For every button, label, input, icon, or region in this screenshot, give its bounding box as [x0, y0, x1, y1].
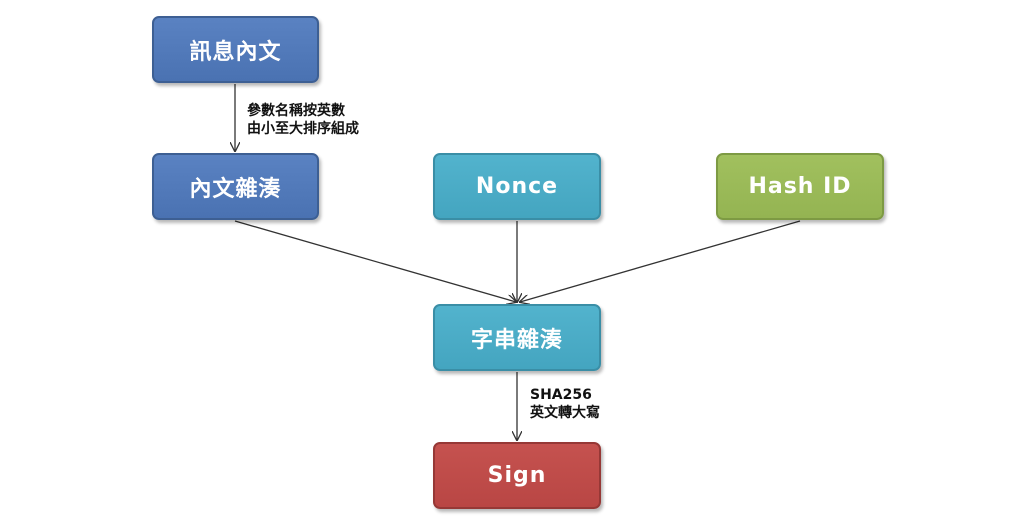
edge-label-param-sort: 參數名稱按英數 由小至大排序組成 [247, 102, 359, 138]
node-content-hash: 內文雜湊 [152, 153, 319, 220]
node-message-content: 訊息內文 [152, 16, 319, 83]
node-nonce: Nonce [433, 153, 601, 220]
edge-label-param-sort-line2: 由小至大排序組成 [247, 121, 359, 137]
node-hash-id: Hash ID [716, 153, 884, 220]
arrow-hashid-to-string [520, 220, 801, 302]
edge-label-sha256: SHA256 英文轉大寫 [530, 386, 600, 422]
edge-label-param-sort-line1: 參數名稱按英數 [247, 103, 345, 119]
edge-label-sha256-line1: SHA256 [530, 387, 592, 403]
node-sign: Sign [433, 442, 601, 509]
node-string-hash: 字串雜湊 [433, 304, 601, 371]
edge-label-sha256-line2: 英文轉大寫 [530, 405, 600, 421]
arrow-content-to-string [234, 220, 516, 302]
